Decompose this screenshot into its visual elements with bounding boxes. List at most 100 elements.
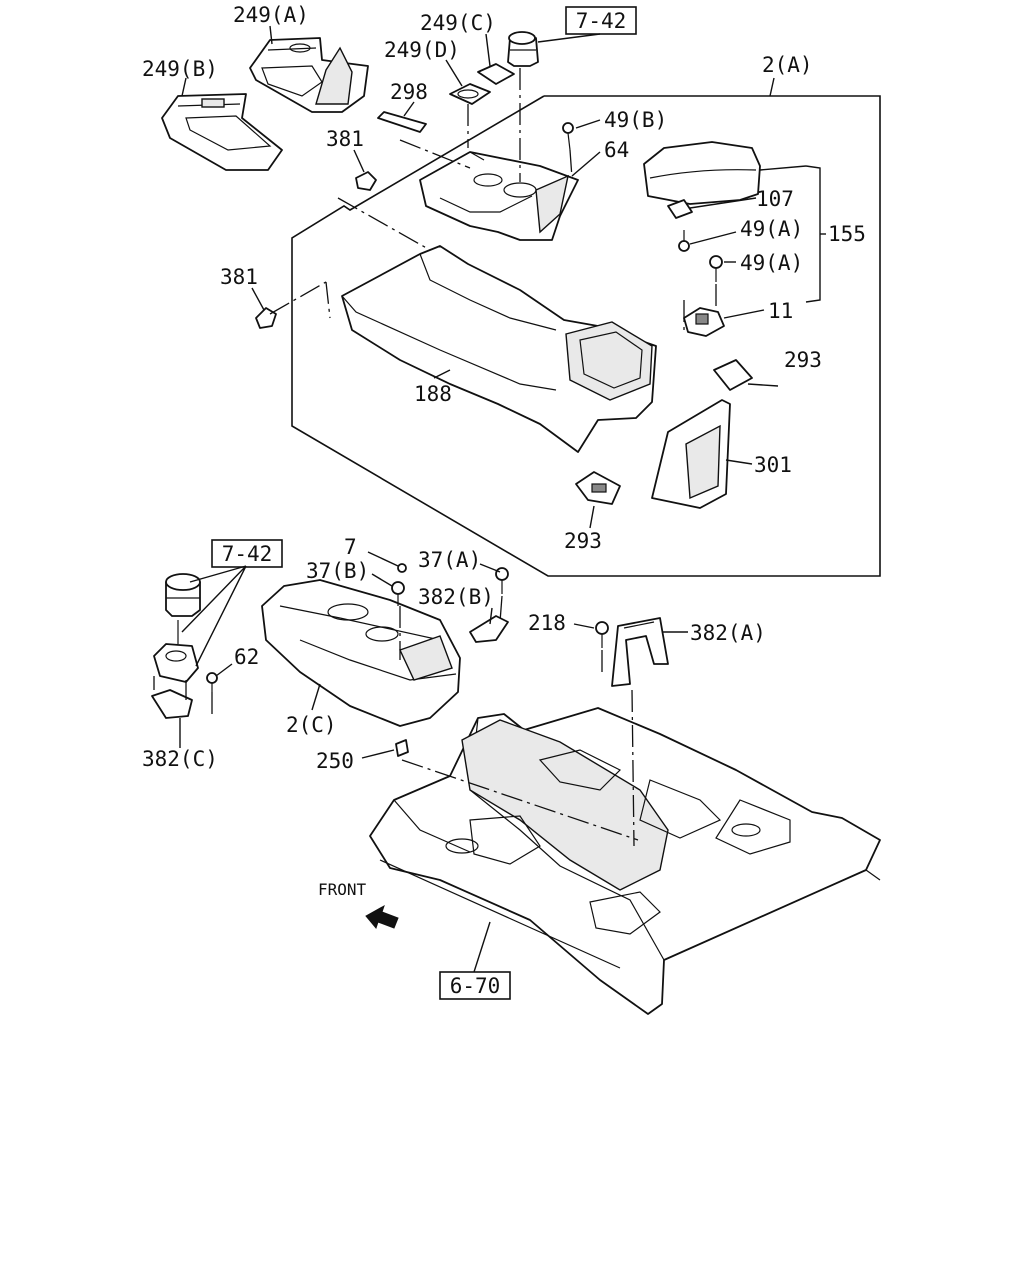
floor-panel [369,707,881,1015]
plate-249d [449,83,491,105]
callout-381-lower: 381 [220,265,258,289]
callout-382b: 382(B) [418,585,494,609]
reference-box-floor [439,971,511,1000]
callout-250: 250 [316,749,354,773]
callout-188: 188 [414,382,452,406]
leader-line [433,369,451,379]
chain-line [325,281,331,319]
chain-line [569,149,573,179]
plate-249c [477,63,515,85]
console-lower-2c [261,579,461,727]
callout-249b: 249(B) [142,57,218,81]
reference-box-top [565,6,637,35]
leader-line [479,563,501,573]
bezel-249b [161,93,283,171]
leader-line [367,551,399,567]
callout-62: 62 [234,645,259,669]
leader-line [575,119,601,129]
screw-62 [206,672,218,692]
callout-293-upper: 293 [784,348,822,372]
latch-11 [683,307,725,337]
callout-49a-upper: 49(A) [740,217,803,241]
reference-label-top: 7-42 [576,9,627,33]
clip-381-upper [355,171,377,191]
callout-2c: 2(C) [286,713,337,737]
callout-107: 107 [756,187,794,211]
leader-line [489,607,493,625]
callout-218: 218 [528,611,566,635]
clip-381-lower [255,307,277,329]
reference-label-left: 7-42 [222,542,273,566]
reference-label-floor: 6-70 [450,974,501,998]
leader-line [269,25,273,45]
bracket-382c [151,689,193,719]
leader-line [747,383,779,387]
pin-7 [397,563,407,573]
bracket-382b [469,615,509,643]
callout-37a: 37(A) [418,548,481,572]
callout-64: 64 [604,138,629,162]
callout-249a: 249(A) [233,3,309,27]
callout-249c: 249(C) [420,11,496,35]
leader-line [181,565,247,667]
callout-155: 155 [828,222,866,246]
front-arrow-icon [365,904,399,930]
screw-37b [391,581,405,606]
leader-line [723,309,765,319]
bezel-249a [249,37,369,113]
console-upper-64 [419,151,579,241]
strip-298 [377,111,427,133]
clip-293-lower [575,471,621,505]
shift-knob-left [165,573,201,617]
panel-301 [651,399,731,509]
callout-11: 11 [768,299,793,323]
bolt-218 [595,621,609,648]
screw-49a-lower [709,255,723,282]
leader-line [589,505,595,529]
leader-line [759,165,807,171]
console-body-188 [341,245,657,453]
leader-line [725,459,753,465]
shift-knob-top [507,31,539,67]
screw-49a-upper [678,230,690,252]
leader-line [361,749,395,759]
chain-line [499,595,503,623]
leader-line [215,663,233,677]
leader-line [371,573,393,587]
leader-line [769,77,775,97]
callout-301: 301 [754,453,792,477]
chain-line [337,197,431,251]
chain-line [269,281,327,315]
callout-293-lower: 293 [564,529,602,553]
armrest-lid [643,141,761,205]
shift-base [153,620,199,683]
leader-line [571,151,601,177]
leader-line [181,77,187,97]
leader-line [445,59,463,87]
bracket-382a [611,617,669,687]
hinge-107 [667,199,693,219]
leader-line [537,33,601,43]
reference-box-left [211,539,283,568]
screw-49b [562,122,574,151]
chain-line [401,759,639,841]
leader-line [485,33,491,67]
callout-249d: 249(D) [384,38,460,62]
leader-line [353,149,365,173]
leader-line [573,623,595,629]
leader-line [473,921,491,973]
assembly-group-frame [291,95,881,577]
leader-line [311,683,321,711]
leader-line [805,165,821,303]
clip-250 [395,739,409,757]
leader-line [403,101,415,117]
callout-382a: 382(A) [690,621,766,645]
leader-line [251,287,265,311]
callout-37b: 37(B) [306,559,369,583]
callout-382c: 382(C) [142,747,218,771]
callout-2a: 2(A) [762,53,813,77]
callout-49b: 49(B) [604,108,667,132]
leader-line [689,197,757,209]
callout-49a-lower: 49(A) [740,251,803,275]
